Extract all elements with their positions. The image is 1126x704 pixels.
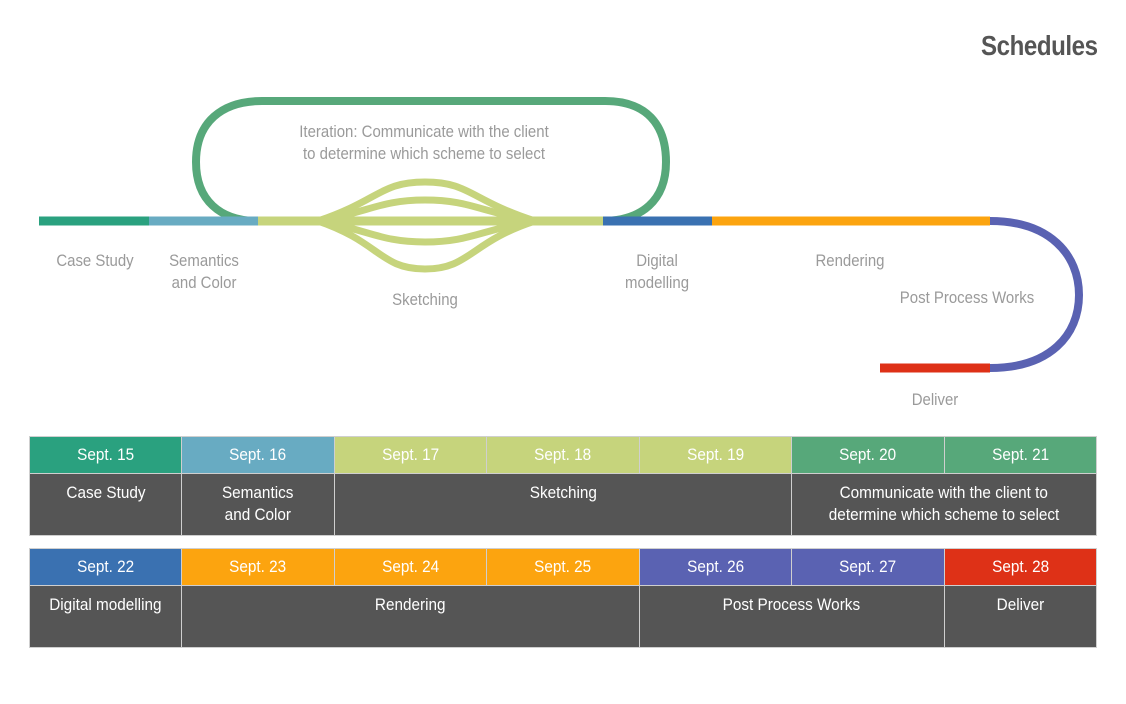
page-title: Schedules (981, 30, 1098, 61)
stage-label-case-study: Case Study (47, 250, 144, 272)
stage-label-line: Semantics (169, 251, 239, 270)
date-cell: Sept. 19 (638, 436, 793, 474)
stage-label-line: modelling (624, 273, 690, 292)
date-cell: Sept. 24 (333, 548, 488, 586)
date-row: Sept. 15 Sept. 16 Sept. 17 Sept. 18 Sept… (28, 436, 1098, 474)
sketching-branches (316, 178, 537, 273)
stage-label-semantics: Semantics and Color (156, 250, 253, 294)
stage-label-line: Post Process Works (899, 288, 1035, 307)
schedule-week-2: Sept. 22 Sept. 23 Sept. 24 Sept. 25 Sept… (28, 548, 1098, 648)
iteration-label-line: to determine which scheme to select (303, 144, 545, 163)
task-cell-digital: Digital modelling (28, 585, 183, 648)
task-cell-case-study: Case Study (28, 473, 183, 536)
date-cell: Sept. 23 (181, 548, 335, 586)
iteration-loop (191, 97, 671, 225)
date-cell: Sept. 18 (486, 436, 640, 474)
task-row: Digital modelling Rendering Post Process… (28, 585, 1098, 648)
date-cell: Sept. 28 (943, 548, 1098, 586)
date-cell: Sept. 16 (181, 436, 335, 474)
date-row: Sept. 22 Sept. 23 Sept. 24 Sept. 25 Sept… (28, 548, 1098, 586)
date-cell: Sept. 22 (28, 548, 183, 586)
stage-label-line: Deliver (911, 390, 959, 409)
stage-label-line: and Color (171, 273, 237, 292)
schedule-week-1: Sept. 15 Sept. 16 Sept. 17 Sept. 18 Sept… (28, 436, 1098, 536)
stage-label-deliver: Deliver (887, 389, 984, 411)
stage-label-post-process: Post Process Works (892, 287, 1042, 309)
date-cell: Sept. 21 (943, 436, 1098, 474)
date-cell: Sept. 27 (791, 548, 945, 586)
segment-post-process (989, 217, 1084, 372)
date-cell: Sept. 15 (28, 436, 183, 474)
task-cell-post-process: Post Process Works (638, 585, 945, 648)
stage-label-line: Digital (636, 251, 678, 270)
stage-label-line: Case Study (56, 251, 134, 270)
task-cell-sketching: Sketching (333, 473, 793, 536)
stage-label-sketching: Sketching (377, 289, 474, 311)
iteration-label-line: Iteration: Communicate with the client (299, 122, 549, 141)
stage-label-rendering: Rendering (802, 250, 899, 272)
date-cell: Sept. 17 (333, 436, 488, 474)
date-cell: Sept. 20 (791, 436, 945, 474)
iteration-label: Iteration: Communicate with the client t… (283, 121, 565, 165)
date-cell: Sept. 26 (638, 548, 793, 586)
stage-label-line: Rendering (815, 251, 885, 270)
stage-label-line: Sketching (392, 290, 458, 309)
process-flow-diagram (39, 97, 1084, 373)
task-cell-deliver: Deliver (943, 585, 1098, 648)
task-cell-rendering: Rendering (181, 585, 640, 648)
date-cell: Sept. 25 (486, 548, 640, 586)
stage-label-digital: Digital modelling (609, 250, 706, 294)
